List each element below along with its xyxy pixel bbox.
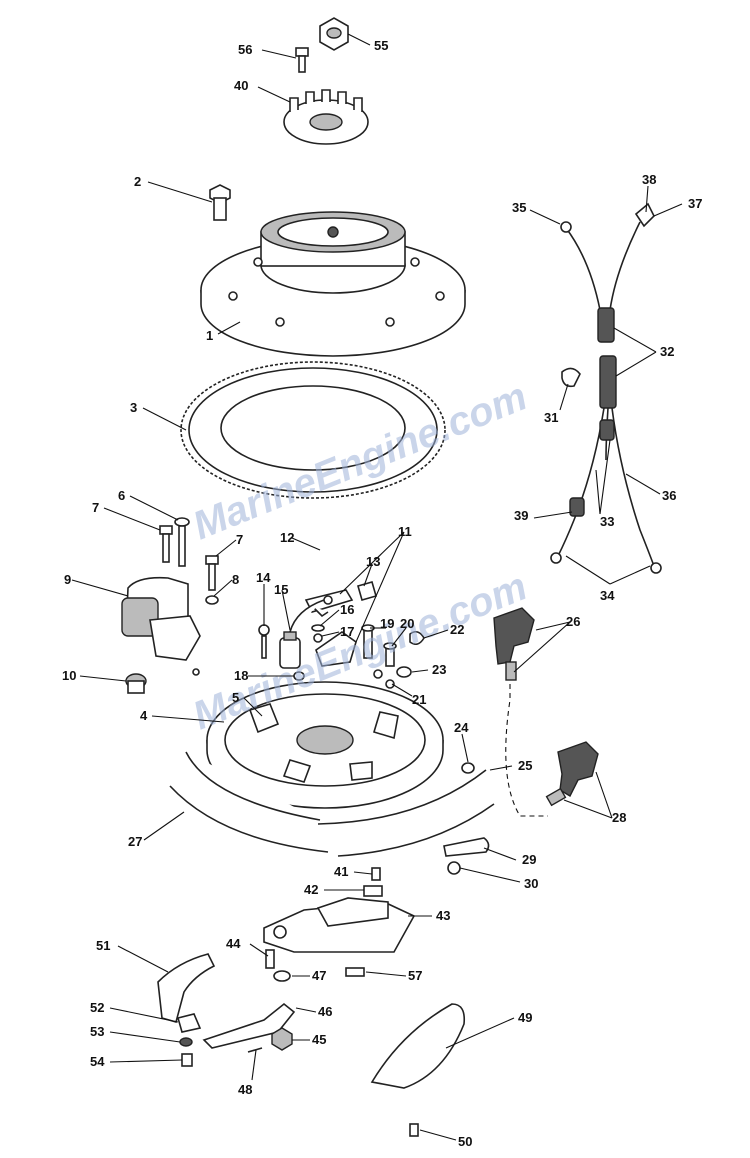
callout-45: 45 [312,1032,326,1047]
plate-42 [363,885,383,897]
screw-44 [265,949,275,969]
callout-51: 51 [96,938,110,953]
callout-16: 16 [340,602,354,617]
callout-40: 40 [234,78,248,93]
callout-22: 22 [450,622,464,637]
callout-25: 25 [518,758,532,773]
callout-55: 55 [374,38,388,53]
callout-23: 23 [432,662,446,677]
callout-50: 50 [458,1134,472,1149]
callout-35: 35 [512,200,526,215]
callout-2: 2 [134,174,141,189]
callout-1: 1 [206,328,213,343]
leader-lines [71,33,683,1141]
screw-57 [345,967,365,977]
callout-17: 17 [340,624,354,639]
callout-13: 13 [366,554,380,569]
callout-46: 46 [318,1004,332,1019]
nut-55 [319,17,349,51]
callout-7b: 7 [236,532,243,547]
screw-41 [371,867,381,881]
callout-32: 32 [660,344,674,359]
parts-artwork [121,17,662,1137]
screw-54 [181,1053,193,1067]
callout-12: 12 [280,530,294,545]
callout-24: 24 [454,720,469,735]
callout-19: 19 [380,616,394,631]
clips-20-22-23 [383,630,425,678]
callout-21: 21 [412,692,426,707]
wiring-harness [550,202,662,574]
callout-7a: 7 [92,500,99,515]
link-29-30 [443,837,490,875]
rotor-cup-40 [283,89,369,145]
callout-29: 29 [522,852,536,867]
callout-6: 6 [118,488,125,503]
callout-39: 39 [514,508,528,523]
callout-11: 11 [398,524,412,539]
callout-labels: 56 55 40 2 1 3 6 7 7 8 9 10 12 11 13 14 … [62,38,702,1149]
screw-50 [409,1123,419,1137]
callout-18: 18 [234,668,248,683]
callout-57: 57 [408,968,422,983]
callout-52: 52 [90,1000,104,1015]
flywheel-1 [200,211,466,357]
spark-cap-28 [505,684,599,817]
clip-24 [461,762,475,774]
callout-10: 10 [62,668,76,683]
callout-33: 33 [600,514,614,529]
cover-49 [370,1003,466,1089]
coil-9 [121,576,201,676]
callout-48: 48 [238,1082,252,1097]
arm-46 [202,1002,296,1049]
callout-49: 49 [518,1010,532,1025]
spark-cap-26 [493,607,535,681]
callout-41: 41 [334,864,348,879]
bolt-56 [295,47,309,73]
callout-43: 43 [436,908,450,923]
callout-14: 14 [256,570,271,585]
breaker-assembly [258,581,395,689]
screws-6-7 [159,517,219,605]
callout-54: 54 [90,1054,105,1069]
callout-37: 37 [688,196,702,211]
callout-42: 42 [304,882,318,897]
nut-45 [271,1027,293,1051]
callout-47: 47 [312,968,326,983]
callout-4: 4 [140,708,148,723]
callout-15: 15 [274,582,288,597]
lever-51 [157,953,216,1023]
retaining-bands [169,751,495,857]
callout-27: 27 [128,834,142,849]
callout-36: 36 [662,488,676,503]
stator-plate-4 [206,681,444,809]
callout-28: 28 [612,810,626,825]
washer-47 [273,970,291,982]
callout-26: 26 [566,614,580,629]
clip-52 [177,1013,202,1033]
nut-10 [125,673,147,694]
callout-53: 53 [90,1024,104,1039]
callout-8: 8 [232,572,239,587]
callout-3: 3 [130,400,137,415]
callout-5: 5 [232,690,239,705]
ring-gear-3 [180,361,446,499]
bracket-43 [263,897,416,953]
pin-48 [247,1047,263,1053]
callout-38: 38 [642,172,656,187]
callout-56: 56 [238,42,252,57]
callout-30: 30 [524,876,538,891]
bolt-2 [209,184,231,221]
callout-20: 20 [400,616,414,631]
callout-31: 31 [544,410,558,425]
callout-9: 9 [64,572,71,587]
callout-34: 34 [600,588,615,603]
washer-53 [179,1037,193,1047]
callout-44: 44 [226,936,241,951]
